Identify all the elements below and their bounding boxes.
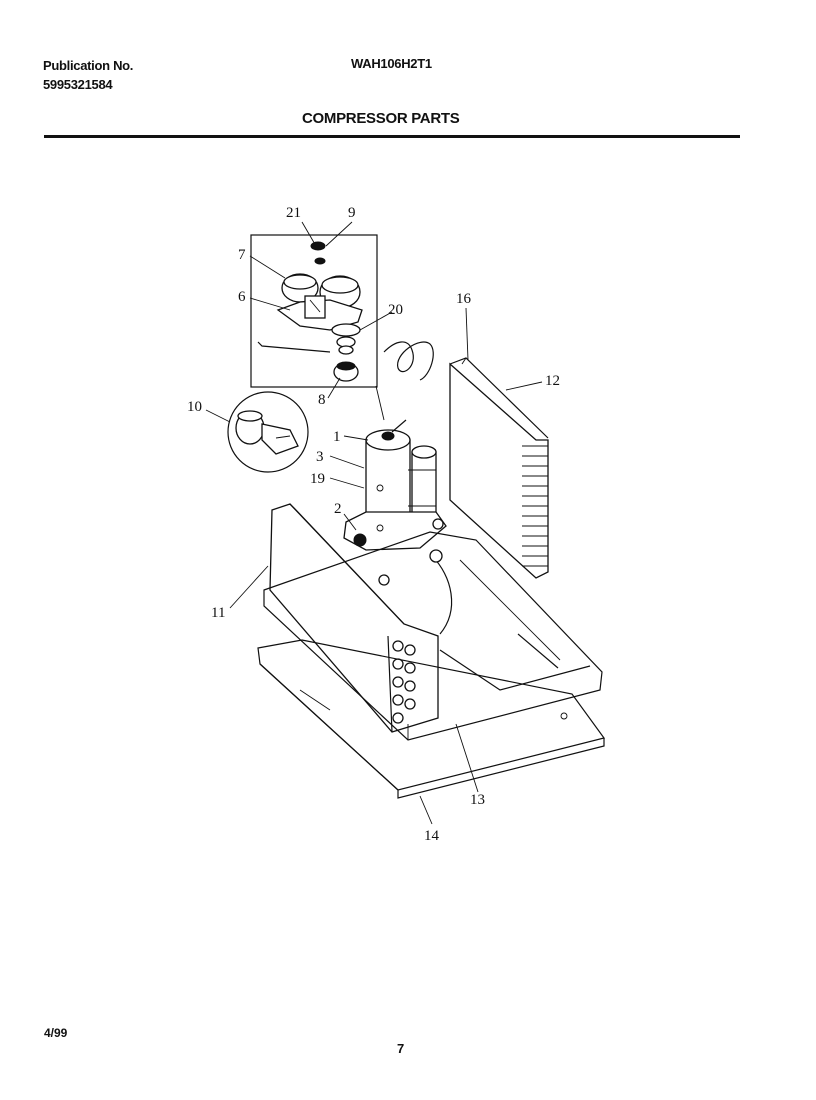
callout-19: 19 [310,471,325,487]
callout-6: 6 [238,289,246,305]
publication-date: 4/99 [44,1026,68,1040]
callout-9: 9 [348,205,356,221]
callout-16: 16 [456,291,472,307]
publication-label: Publication No. [43,58,134,73]
page-title: COMPRESSOR PARTS [302,110,460,127]
callout-3: 3 [316,449,324,465]
callout-7: 7 [238,247,246,263]
callout-2: 2 [334,501,342,517]
callout-13: 13 [470,792,485,808]
leader-lines [205,221,543,825]
overload-detail [227,391,309,473]
callout-8: 8 [318,392,326,408]
condenser-coil [449,357,549,579]
callout-20: 20 [388,302,403,318]
callout-14: 14 [424,828,440,844]
evaporator-coil [269,503,439,733]
callout-11: 11 [211,605,225,621]
tube-hairpin [383,341,434,381]
base-pan [263,531,603,741]
compressor [343,419,447,551]
header-rule [44,135,740,138]
model-number: WAH106H2T1 [351,56,432,71]
bottom-plate [257,639,606,799]
callout-1: 1 [333,429,341,445]
callout-12: 12 [545,373,560,389]
callout-10: 10 [187,399,202,415]
detail-inset [250,234,378,388]
publication-number: 5995321584 [43,77,113,92]
page-number: 7 [397,1041,405,1056]
callout-21: 21 [286,205,301,221]
